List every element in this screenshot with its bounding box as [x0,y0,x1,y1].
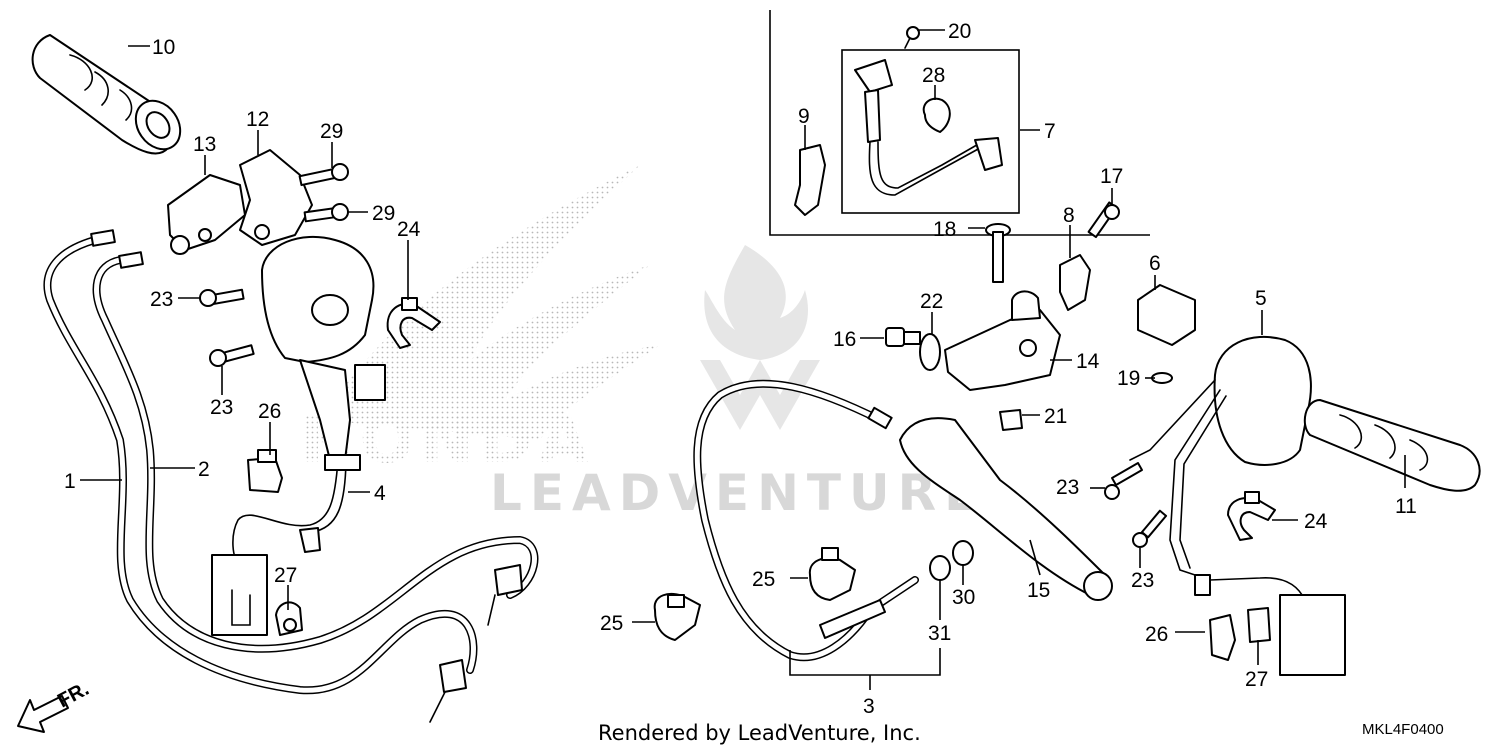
callout-17: 17 [1100,165,1123,188]
diagram-code: MKL4F0400 [1362,721,1444,738]
callout-23-d: 23 [1131,569,1154,592]
band-24-left [386,297,441,349]
callout-25-a: 25 [752,568,775,591]
callout-27-b: 27 [1245,668,1268,691]
callout-5: 5 [1255,287,1267,310]
callout-9: 9 [798,105,810,128]
screw-29-bottom [303,203,349,223]
switch-bracket-9 [794,144,826,216]
callout-6: 6 [1149,252,1161,275]
callout-29-a: 29 [320,120,343,143]
band-25-left [653,592,701,641]
callout-15: 15 [1027,579,1050,602]
callout-23-a: 23 [150,288,173,311]
washer-31 [929,555,951,581]
clip-27-right [1247,607,1271,643]
adjuster-22 [919,333,941,371]
screw-29-top [298,163,349,187]
left-grip [31,34,182,155]
nut-16 [885,327,921,347]
leadventure-logo-watermark: LEADVENTURE [490,245,986,522]
callout-26-b: 26 [1145,623,1168,646]
clutch-lever-15 [899,417,1113,601]
callout-1: 1 [64,470,76,493]
pivot-18 [985,223,1011,283]
left-switch-assembly [211,235,386,636]
callout-21: 21 [1044,405,1067,428]
throttle-housing-clamp-12 [239,149,313,246]
clip-26-right [1209,614,1236,661]
callout-24-a: 24 [397,218,421,241]
callout-labels: 1 2 3 4 5 6 7 8 9 10 11 12 13 14 15 16 1… [64,20,1417,718]
screw-23-left-top [199,288,245,307]
sub-assembly-7-box [841,49,1020,214]
band-24-right [1227,491,1276,541]
clip-26-left [247,449,283,493]
callout-4: 4 [374,482,386,505]
watermark-text: LEADVENTURE [490,464,986,522]
callout-19: 19 [1117,367,1140,390]
starter-switch-6 [1137,284,1196,346]
callout-24-b: 24 [1304,510,1328,533]
throttle-housing-clamp-13 [167,174,246,255]
callout-27-a: 27 [274,564,297,587]
lever-holder-14 [944,290,1061,391]
clip-27-left [275,601,303,636]
callout-18: 18 [933,218,956,241]
band-25-center [808,547,856,601]
clutch-cable-3 [693,379,919,662]
callout-30: 30 [952,586,975,609]
callout-23-b: 23 [210,396,233,419]
callout-28: 28 [922,64,945,87]
footer-credit: Rendered by LeadVenture, Inc. [598,721,921,745]
bushing-21 [999,409,1023,431]
nut-30 [952,540,974,566]
callout-16: 16 [833,328,856,351]
clamp-8 [1059,254,1091,311]
callout-22: 22 [920,290,943,313]
callout-11: 11 [1395,495,1417,518]
leader-lines [80,29,1406,690]
callout-8: 8 [1063,204,1075,227]
callout-31: 31 [928,622,951,645]
throttle-cable-2 [92,251,539,723]
screw-23-right-bottom [1132,509,1168,548]
callout-3: 3 [863,695,875,718]
band-28 [922,97,951,133]
screw-23-right-top [1104,462,1143,500]
screw-20 [904,26,920,49]
callout-13: 13 [193,133,216,156]
clutch-switch-7 [854,59,1003,196]
callout-25-b: 25 [600,612,623,635]
callout-20: 20 [948,20,971,43]
callout-7: 7 [1044,120,1056,143]
bolt-17 [1087,201,1120,239]
callout-12: 12 [246,108,269,131]
front-direction-indicator: FR. [17,678,93,733]
callout-10: 10 [152,36,175,59]
right-grip [1303,399,1481,492]
right-switch-housing-5 [1129,335,1346,676]
throttle-cable-1 [43,229,478,695]
callout-2: 2 [198,458,210,481]
callout-26-a: 26 [258,400,281,423]
callout-23-c: 23 [1056,476,1079,499]
callout-14: 14 [1076,350,1100,373]
front-arrow-icon [17,695,69,733]
inset-frame [769,10,1150,236]
callout-29-b: 29 [372,202,395,225]
screw-23-left-bottom [209,344,255,367]
